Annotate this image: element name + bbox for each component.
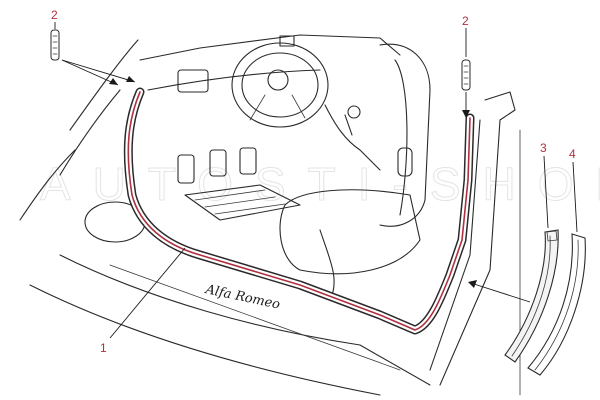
callout-number-seal-strip: 3 [540, 141, 547, 155]
callout-number-left-clip: 2 [51, 8, 58, 22]
callout-door-seal: 1 [100, 247, 186, 355]
callout-right-clip: 2 [462, 14, 470, 118]
seal-strip-part [504, 229, 559, 363]
door-seal-part [123, 87, 475, 335]
callout-seal-strip: 3 [540, 141, 549, 229]
trim-strip-part [527, 233, 586, 376]
left-clip-part [50, 29, 60, 61]
callout-number-trim-strip: 4 [569, 147, 576, 161]
callout-number-right-clip: 2 [462, 14, 469, 28]
callout-strip-arrow [468, 280, 531, 303]
watermark-text: AUTOSTI-SHOP [40, 158, 600, 210]
callout-trim-strip: 4 [569, 147, 578, 233]
right-clip-part [461, 59, 471, 91]
callout-number-door-seal: 1 [100, 341, 107, 355]
callout-left-clip: 2 [51, 8, 136, 86]
car-interior-drawing: Alfa Romeo [19, 34, 521, 396]
sill-script-label: Alfa Romeo [203, 282, 281, 313]
